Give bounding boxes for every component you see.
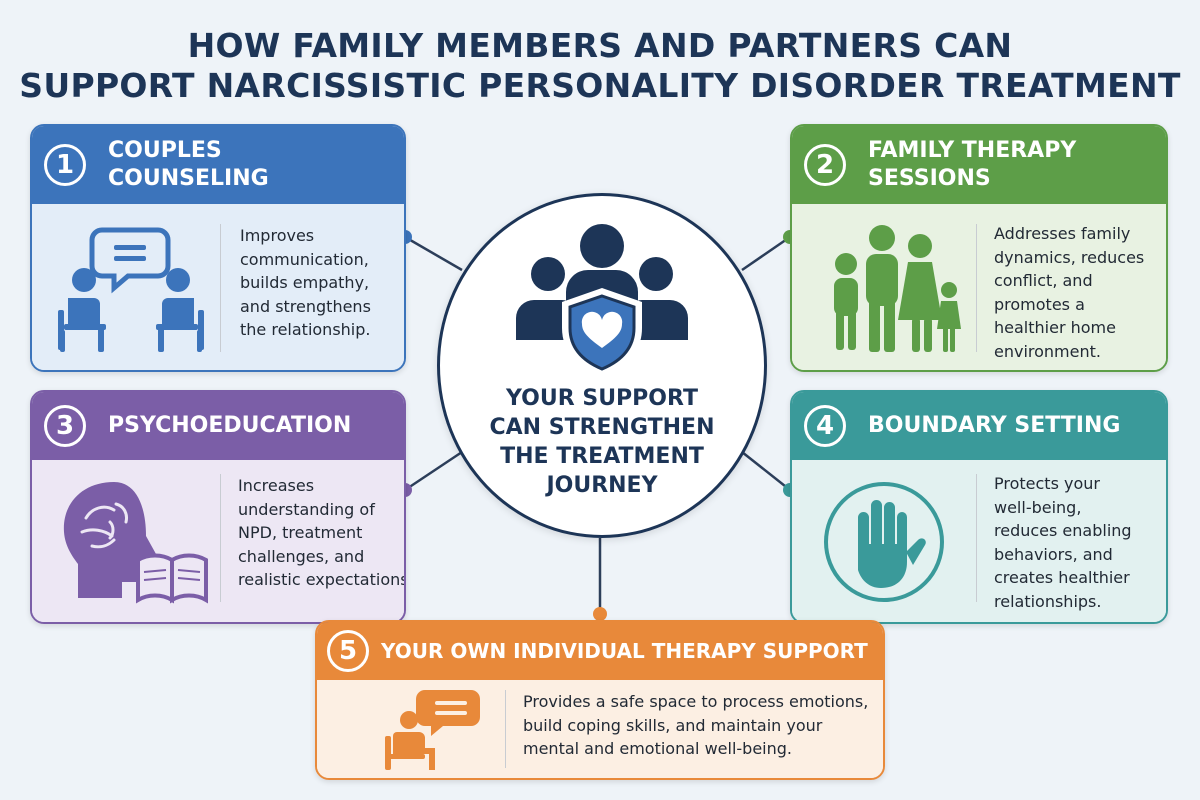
card-body: Increases understanding of NPD, treatmen…: [32, 460, 404, 622]
step-badge: 5: [327, 630, 369, 672]
card-description: Improves communication, builds empathy, …: [240, 226, 371, 339]
card-description: Provides a safe space to process emotion…: [523, 692, 869, 758]
connector-4: [741, 451, 791, 491]
title-line-2: SUPPORT NARCISSISTIC PERSONALITY DISORDE…: [19, 66, 1181, 105]
people-shield-heart-icon: [516, 224, 688, 378]
stop-hand-icon: [824, 482, 944, 602]
connector-3: [404, 450, 463, 492]
card-header: 3 PSYCHOEDUCATION: [32, 392, 404, 460]
card-body: Protects your well-being, reduces enabli…: [792, 460, 1166, 622]
divider: [976, 474, 977, 602]
card-title: BOUNDARY SETTING: [868, 413, 1121, 438]
card-title: COUPLES COUNSELING: [108, 138, 269, 191]
connector-2: [741, 235, 791, 272]
card-header: 5 YOUR OWN INDIVIDUAL THERAPY SUPPORT: [317, 622, 883, 680]
divider: [505, 690, 506, 768]
card-header: 2 FAMILY THERAPY SESSIONS: [792, 126, 1166, 204]
card-family-therapy: 2 FAMILY THERAPY SESSIONS: [790, 124, 1168, 372]
card-title: PSYCHOEDUCATION: [108, 413, 352, 438]
card-couples-counseling: 1 COUPLES COUNSELING: [30, 124, 406, 372]
person-speech-bubble-icon: [385, 690, 480, 770]
card-individual-therapy: 5 YOUR OWN INDIVIDUAL THERAPY SUPPORT: [315, 620, 885, 780]
divider: [220, 224, 221, 352]
center-oval: [437, 193, 767, 538]
family-icon: [834, 225, 961, 352]
divider: [976, 224, 977, 352]
couple-conversation-icon: [58, 227, 204, 352]
card-description: Protects your well-being, reduces enabli…: [994, 474, 1132, 611]
connector-dot-5: [593, 607, 607, 621]
card-title: YOUR OWN INDIVIDUAL THERAPY SUPPORT: [381, 639, 868, 663]
step-badge: 3: [44, 405, 86, 447]
divider: [220, 474, 221, 602]
card-boundary-setting: 4 BOUNDARY SETTING Protects your: [790, 390, 1168, 624]
head-brain-book-icon: [63, 482, 208, 604]
card-body: Addresses family dynamics, reduces confl…: [792, 204, 1166, 370]
step-badge: 1: [44, 144, 86, 186]
card-title: FAMILY THERAPY SESSIONS: [868, 138, 1077, 191]
card-description: Increases understanding of NPD, treatmen…: [238, 476, 406, 589]
card-header: 4 BOUNDARY SETTING: [792, 392, 1166, 460]
card-body: Provides a safe space to process emotion…: [317, 680, 883, 778]
card-body: Improves communication, builds empathy, …: [32, 204, 404, 370]
title-line-1: HOW FAMILY MEMBERS AND PARTNERS CAN: [187, 26, 1013, 65]
step-badge: 2: [804, 144, 846, 186]
page-title: HOW FAMILY MEMBERS AND PARTNERS CAN SUPP…: [0, 26, 1200, 106]
center-message: YOUR SUPPORT CAN STRENGTHEN THE TREATMEN…: [489, 386, 715, 498]
connector-1: [404, 235, 463, 272]
card-psychoeducation: 3 PSYCHOEDUCATION: [30, 390, 406, 624]
card-header: 1 COUPLES COUNSELING: [32, 126, 404, 204]
step-badge: 4: [804, 405, 846, 447]
card-description: Addresses family dynamics, reduces confl…: [994, 224, 1145, 361]
